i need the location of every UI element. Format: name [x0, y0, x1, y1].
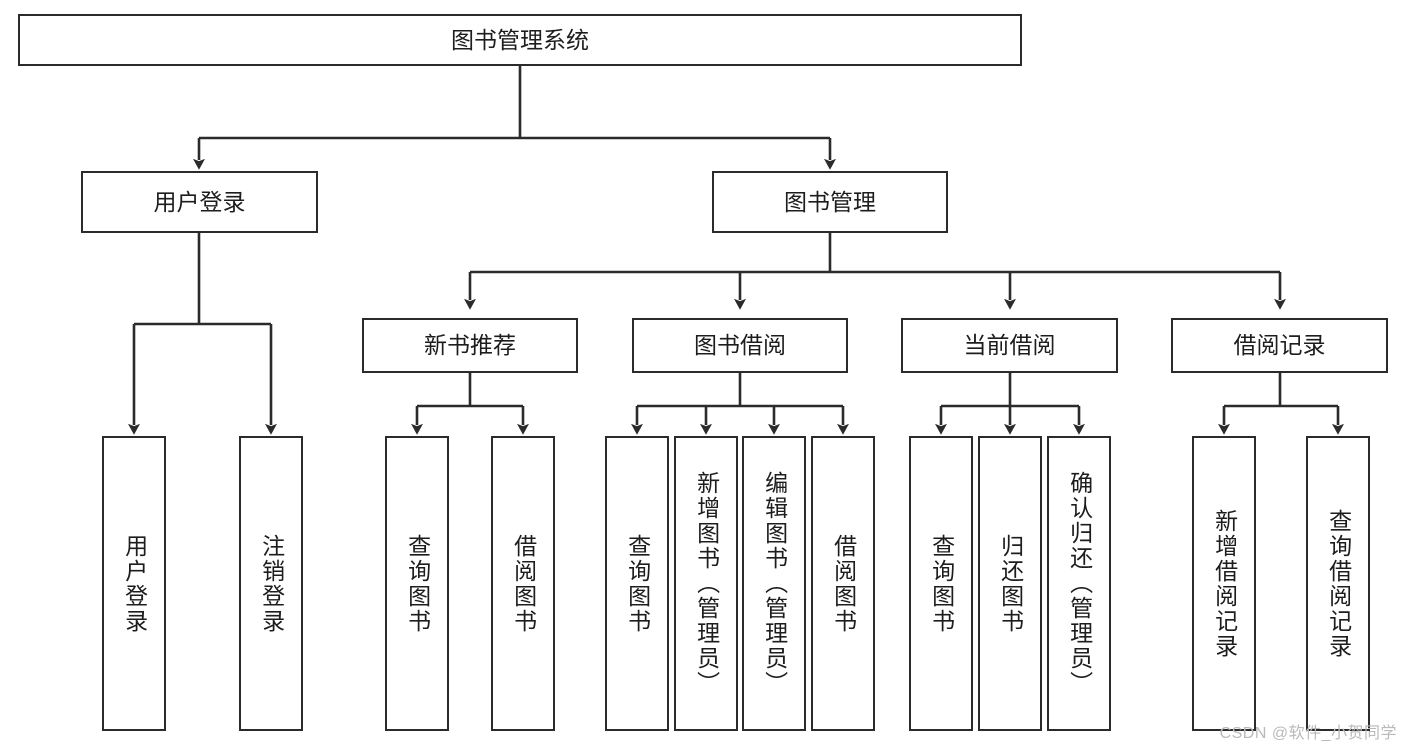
leaf-user-login-signout[interactable]: 注销登录	[239, 436, 303, 731]
node-label: 当前借阅	[963, 332, 1056, 359]
node-label: 新增图书（管理员）	[693, 471, 720, 696]
leaf-borrow-edit-book-admin[interactable]: 编辑图书（管理员）	[742, 436, 806, 731]
node-label: 借阅记录	[1233, 332, 1326, 359]
node-label: 新书推荐	[424, 332, 516, 359]
node-label: 确认归还（管理员）	[1066, 471, 1093, 696]
node-new-book-recommend[interactable]: 新书推荐	[362, 318, 578, 373]
node-label: 查询图书	[624, 533, 651, 634]
node-label: 图书借阅	[694, 332, 786, 359]
node-label: 归还图书	[997, 533, 1024, 634]
leaf-current-return-book[interactable]: 归还图书	[978, 436, 1042, 731]
leaf-borrow-query-book[interactable]: 查询图书	[605, 436, 669, 731]
node-root-system[interactable]: 图书管理系统	[18, 14, 1022, 66]
node-label: 用户登录	[121, 533, 148, 634]
leaf-borrow-add-book-admin[interactable]: 新增图书（管理员）	[674, 436, 738, 731]
leaf-recommend-borrow-book[interactable]: 借阅图书	[491, 436, 555, 731]
leaf-borrow-borrow-book[interactable]: 借阅图书	[811, 436, 875, 731]
leaf-record-query-record[interactable]: 查询借阅记录	[1306, 436, 1370, 731]
node-borrow-record[interactable]: 借阅记录	[1171, 318, 1388, 373]
leaf-record-add-record[interactable]: 新增借阅记录	[1192, 436, 1256, 731]
leaf-current-query-book[interactable]: 查询图书	[909, 436, 973, 731]
node-user-login[interactable]: 用户登录	[81, 171, 318, 233]
node-label: 查询图书	[928, 533, 955, 634]
node-label: 用户登录	[153, 188, 246, 215]
leaf-recommend-query-book[interactable]: 查询图书	[385, 436, 449, 731]
node-label: 查询借阅记录	[1325, 508, 1352, 659]
node-label: 查询图书	[404, 533, 431, 634]
node-book-borrow[interactable]: 图书借阅	[632, 318, 848, 373]
node-current-borrow[interactable]: 当前借阅	[901, 318, 1118, 373]
leaf-user-login-signin[interactable]: 用户登录	[102, 436, 166, 731]
node-label: 编辑图书（管理员）	[761, 471, 788, 696]
leaf-current-confirm-return-admin[interactable]: 确认归还（管理员）	[1047, 436, 1111, 731]
node-label: 图书管理系统	[451, 26, 589, 53]
node-label: 图书管理	[784, 188, 876, 215]
node-label: 借阅图书	[830, 533, 857, 634]
node-label: 借阅图书	[510, 533, 537, 634]
node-label: 注销登录	[258, 533, 285, 634]
node-label: 新增借阅记录	[1211, 508, 1238, 659]
node-book-management[interactable]: 图书管理	[712, 171, 948, 233]
